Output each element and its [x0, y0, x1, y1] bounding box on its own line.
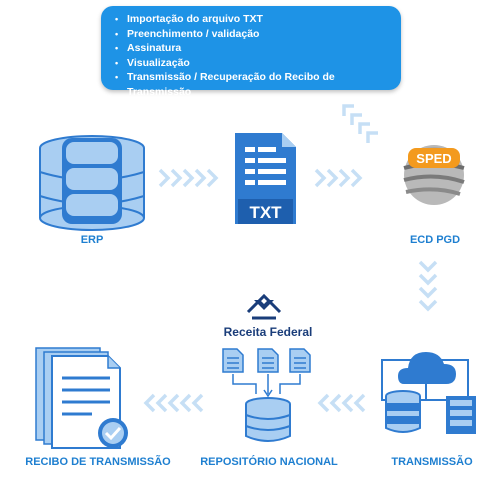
- arrow-transmissao-to-repositorio: [318, 393, 366, 413]
- repositorio-database-icon: [245, 397, 291, 442]
- document-icon: [257, 348, 279, 373]
- txt-file-icon: TXT: [235, 133, 296, 224]
- transmissao-label: TRANSMISSÃO: [391, 456, 473, 468]
- document-stack-icons: [222, 348, 311, 398]
- recibo-label: RECIBO DE TRANSMISSÃO: [25, 456, 171, 468]
- arrow-erp-to-txt: [158, 168, 218, 188]
- step-item: Importação do arquivo TXT: [115, 12, 401, 27]
- sped-logo-text: SPED: [416, 151, 451, 166]
- repositorio-label: REPOSITÓRIO NACIONAL: [200, 456, 338, 468]
- step-item: Assinatura: [115, 41, 401, 56]
- receita-federal-logo: Receita Federal: [224, 293, 313, 339]
- transmissao-cloud-server-icon: [381, 352, 476, 434]
- erp-label: ERP: [80, 234, 104, 246]
- receita-federal-text: Receita Federal: [224, 325, 313, 339]
- arrow-txt-to-sped: [314, 168, 362, 188]
- txt-file-label: TXT: [249, 203, 282, 222]
- step-item: Transmissão / Recuperação do Recibo de T…: [115, 70, 401, 99]
- recibo-document-icon: [35, 347, 128, 449]
- arrow-ecd-to-transmissao: [418, 260, 438, 311]
- ecd-pgd-label: ECD PGD: [409, 234, 461, 246]
- step-item: Preenchimento / validação: [115, 27, 401, 42]
- arrow-sped-to-callout: [342, 104, 380, 145]
- process-steps-list: Importação do arquivo TXT Preenchimento …: [101, 6, 401, 99]
- process-steps-callout: Importação do arquivo TXT Preenchimento …: [101, 6, 401, 98]
- document-icon: [289, 348, 311, 373]
- step-item: Visualização: [115, 56, 401, 71]
- erp-database-icon: [39, 135, 145, 231]
- arrow-repositorio-to-recibo: [144, 393, 204, 413]
- sped-globe-icon: SPED: [403, 145, 465, 205]
- document-icon: [222, 348, 244, 373]
